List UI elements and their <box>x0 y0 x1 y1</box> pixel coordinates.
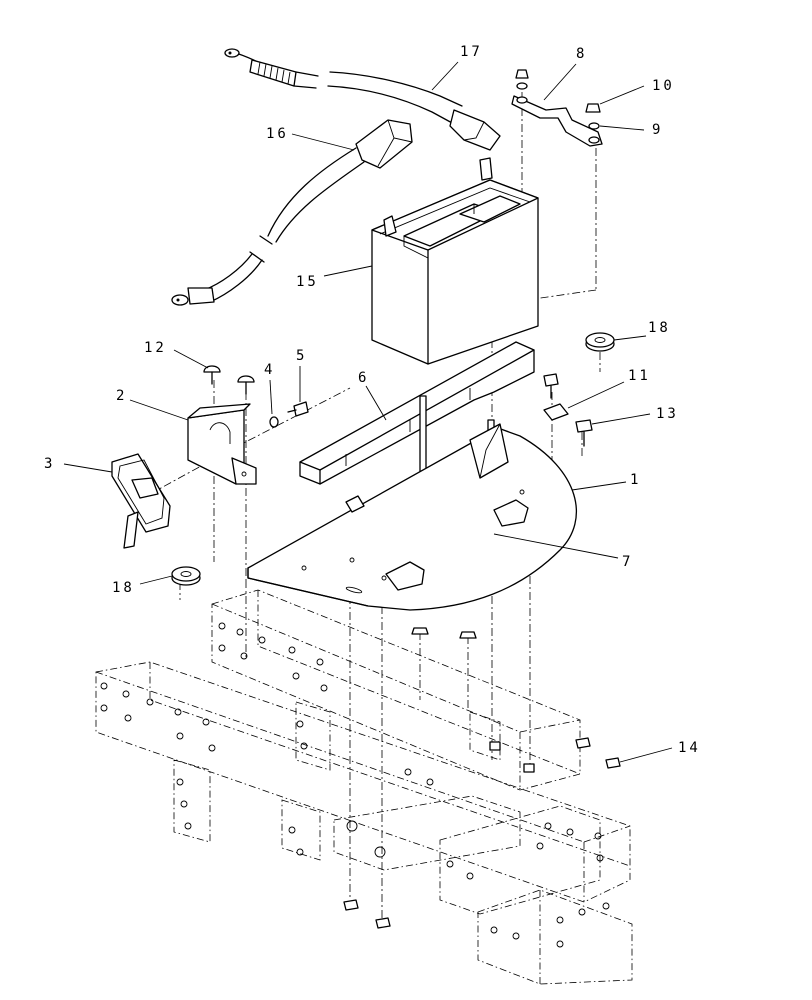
label-3: 3 <box>44 456 55 472</box>
label-9: 9 <box>652 122 663 138</box>
chassis-frame <box>95 589 633 985</box>
battery-switch <box>111 453 171 549</box>
label-6: 6 <box>358 370 369 386</box>
leader-lines <box>63 61 673 763</box>
fasteners <box>171 332 621 929</box>
label-15: 15 <box>296 274 319 290</box>
label-11: 11 <box>628 368 651 384</box>
label-5: 5 <box>296 348 307 364</box>
label-8: 8 <box>576 46 587 62</box>
mounting-bracket <box>187 403 257 485</box>
label-7: 7 <box>622 554 633 570</box>
hold-down-bar <box>299 341 535 485</box>
label-14: 14 <box>678 740 701 756</box>
battery-hold-down-clamp <box>511 69 603 147</box>
label-2: 2 <box>116 388 127 404</box>
label-17: 17 <box>460 44 483 60</box>
label-1: 1 <box>630 472 641 488</box>
callout-labels: 17 8 10 9 16 15 12 4 5 6 18 2 11 13 3 1 … <box>44 44 701 756</box>
label-13: 13 <box>656 406 679 422</box>
label-18-top: 18 <box>648 320 671 336</box>
battery-cable-negative <box>171 119 413 306</box>
label-18-bottom: 18 <box>112 580 135 596</box>
label-12: 12 <box>144 340 167 356</box>
battery-cable-positive <box>224 48 501 151</box>
battery-tray <box>247 423 577 611</box>
battery <box>371 157 539 365</box>
label-10: 10 <box>652 78 675 94</box>
label-4: 4 <box>264 362 275 378</box>
label-16: 16 <box>266 126 289 142</box>
